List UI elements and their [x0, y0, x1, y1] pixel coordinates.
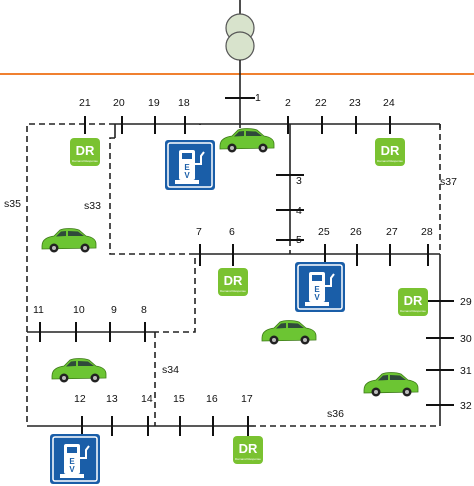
switch-label: s33 — [84, 200, 101, 212]
switch-label: s35 — [4, 198, 21, 210]
node-label: 9 — [111, 304, 117, 316]
node-label: 23 — [349, 97, 361, 109]
dr-badge — [218, 268, 248, 296]
node-label: 20 — [113, 97, 125, 109]
node-label: 2 — [285, 97, 291, 109]
node-label: 6 — [229, 226, 235, 238]
node-label: 12 — [74, 393, 86, 405]
node-label: 1 — [255, 92, 261, 104]
node-label: 28 — [421, 226, 433, 238]
node-label: 25 — [318, 226, 330, 238]
node-label: 3 — [296, 175, 302, 187]
node-label: 31 — [460, 365, 472, 377]
node-label: 22 — [315, 97, 327, 109]
dr-badge — [375, 138, 405, 166]
dr-badge — [398, 288, 428, 316]
node-label: 14 — [141, 393, 153, 405]
node-label: 26 — [350, 226, 362, 238]
transformer-icon — [225, 0, 255, 128]
node-label: 24 — [383, 97, 395, 109]
node-label: 4 — [296, 205, 302, 217]
node-label: 19 — [148, 97, 160, 109]
node-label: 29 — [460, 296, 472, 308]
ev-charging-station — [164, 139, 216, 191]
node-label: 17 — [241, 393, 253, 405]
node-ticks — [39, 97, 454, 436]
node-label: 5 — [296, 234, 302, 246]
node-label: 11 — [33, 304, 44, 316]
ev-charging-station — [294, 261, 346, 313]
node-label: 10 — [73, 304, 85, 316]
ev-charging-station — [49, 433, 101, 485]
electric-car-icon — [41, 228, 97, 253]
node-label: 16 — [206, 393, 218, 405]
node-label: 13 — [106, 393, 118, 405]
node-label: 7 — [196, 226, 202, 238]
electric-car-icon — [51, 358, 107, 383]
electric-car-icon — [261, 320, 317, 345]
node-label: 21 — [79, 97, 91, 109]
node-label: 32 — [460, 400, 472, 412]
node-label: 18 — [178, 97, 190, 109]
node-label: 15 — [173, 393, 185, 405]
node-labels: 1 2 3 4 5 6 7 8 9 10 11 12 13 14 15 16 1… — [33, 92, 472, 412]
node-label: 30 — [460, 333, 472, 345]
switch-label: s36 — [327, 408, 344, 420]
electric-car-icon — [219, 128, 275, 153]
node-label: 8 — [141, 304, 147, 316]
tie-switch-lines — [26, 123, 441, 427]
switch-label: s37 — [440, 176, 457, 188]
node-label: 27 — [386, 226, 398, 238]
electric-car-icon — [363, 372, 419, 397]
switch-label: s34 — [162, 364, 179, 376]
dr-badge — [70, 138, 100, 166]
switch-labels: s33 s34 s35 s36 s37 — [4, 176, 457, 420]
dr-badge — [233, 436, 263, 464]
